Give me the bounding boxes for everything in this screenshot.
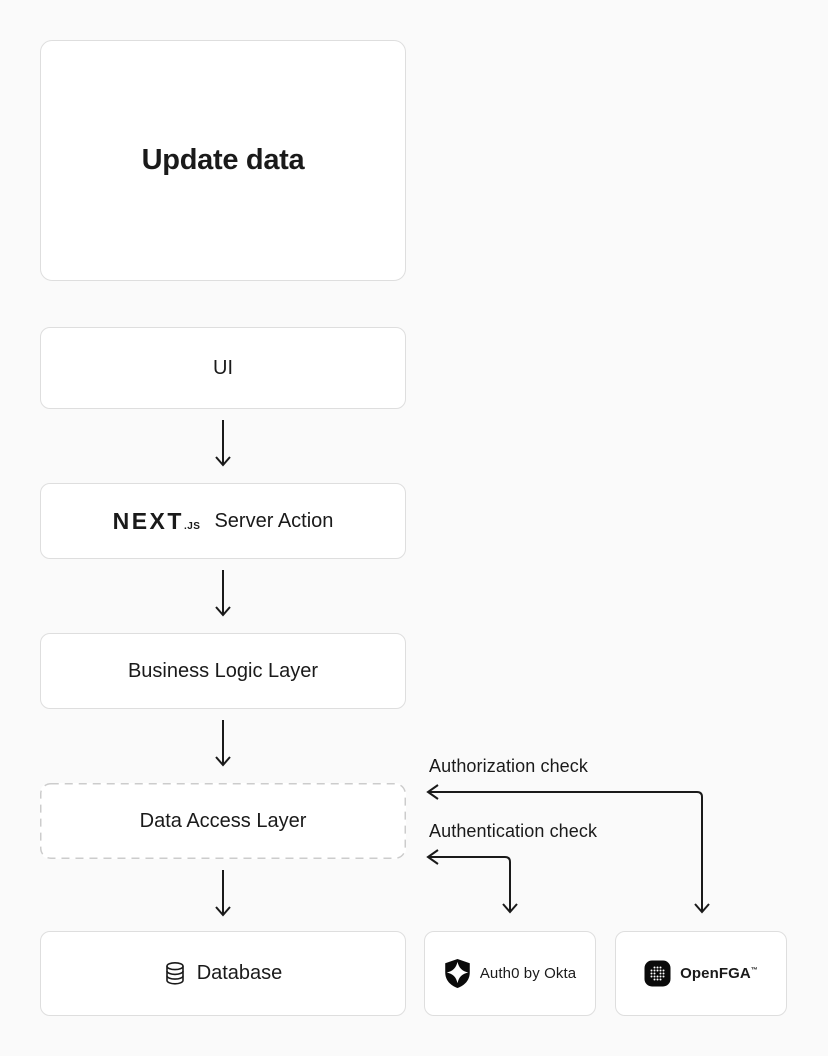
data-access-node: Data Access Layer xyxy=(40,783,406,859)
nextjs-wordmark-suffix: .JS xyxy=(183,520,201,532)
authorization-check-label: Authorization check xyxy=(429,756,588,776)
authentication-check-label: Authentication check xyxy=(429,821,598,841)
database-node: Database xyxy=(40,931,406,1016)
arrow-data-access-to-database xyxy=(215,870,231,917)
auth0-label: Auth0 by Okta xyxy=(479,965,577,982)
server-action-label: Server Action xyxy=(214,509,334,532)
authentication-arrow xyxy=(429,856,511,911)
server-action-node: NEXT.JS Server Action xyxy=(40,483,406,559)
nextjs-wordmark: NEXT xyxy=(112,507,184,534)
database-icon xyxy=(164,961,186,986)
openfga-dots-icon xyxy=(644,960,671,987)
openfga-label: OpenFGA™ xyxy=(680,965,758,982)
arrow-business-logic-to-data-access xyxy=(215,720,231,767)
data-access-label: Data Access Layer xyxy=(139,809,307,832)
database-label: Database xyxy=(196,962,283,984)
nextjs-logo: NEXT.JS xyxy=(112,507,201,534)
business-logic-label: Business Logic Layer xyxy=(127,659,319,682)
update-data-card: Update data xyxy=(40,40,406,281)
update-data-label: Update data xyxy=(141,144,305,176)
ui-node: UI xyxy=(40,327,406,409)
business-logic-node: Business Logic Layer xyxy=(40,633,406,709)
authorization-arrow xyxy=(429,791,703,911)
auth0-card: Auth0 by Okta xyxy=(424,931,596,1016)
trademark-symbol: ™ xyxy=(750,967,758,974)
ui-node-label: UI xyxy=(213,356,233,379)
auth0-shield-icon xyxy=(444,959,471,988)
openfga-card: OpenFGA™ xyxy=(615,931,787,1016)
arrow-server-action-to-business-logic xyxy=(215,570,231,617)
arrow-ui-to-server-action xyxy=(215,420,231,467)
